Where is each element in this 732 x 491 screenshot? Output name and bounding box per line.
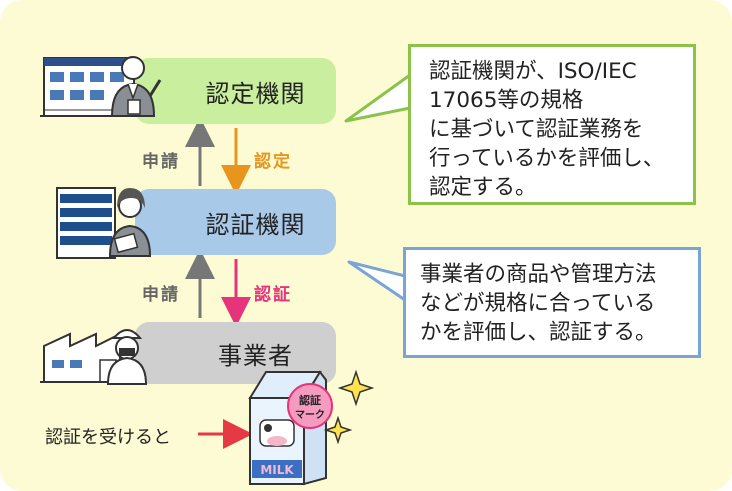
certify-label: 認証 (254, 285, 292, 305)
mark-line2: マーク (295, 409, 325, 421)
callout-line: 行っているかを評価し、 (429, 146, 665, 171)
callout-line: 事業者の商品や管理方法 (420, 262, 657, 287)
sparkle-icon (323, 369, 375, 445)
businessman-icon (110, 56, 162, 117)
callout-line: 認定する。 (429, 175, 537, 200)
apply-label-upper: 申請 (142, 152, 180, 172)
apply-label-lower: 申請 (142, 285, 180, 305)
callout-line: 認証機関が、ISO/IEC (429, 59, 637, 84)
food-worker-icon (106, 329, 148, 385)
result-label: 認証を受けると (45, 427, 171, 448)
business-operator-label: 事業者 (218, 341, 293, 370)
callout-line: などが規格に合っている (420, 291, 656, 316)
businesswoman-icon (108, 188, 152, 257)
milk-carton-icon (248, 370, 333, 486)
certification-description-callout: 事業者の商品や管理方法 などが規格に合っている かを評価し、認証する。 (403, 247, 701, 358)
certification-building-icon (56, 187, 116, 259)
accreditation-body-box: 認定機関 (135, 58, 336, 124)
accredit-label: 認定 (254, 152, 292, 172)
business-operator-box: 事業者 (135, 322, 336, 384)
accreditation-description-callout: 認証機関が、ISO/IEC 17065等の規格 に基づいて認証業務を 行っている… (408, 44, 696, 205)
callout-line: かを評価し、認証する。 (420, 320, 657, 345)
certification-body-box: 認証機関 (135, 189, 336, 255)
callout-line: 17065等の規格 (429, 88, 584, 113)
mark-line1: 認証 (299, 393, 321, 407)
callout-line: に基づいて認証業務を (429, 117, 644, 142)
accreditation-body-label: 認定機関 (205, 79, 306, 108)
milk-label: MILK (260, 463, 294, 477)
certification-body-label: 認証機関 (205, 210, 306, 239)
